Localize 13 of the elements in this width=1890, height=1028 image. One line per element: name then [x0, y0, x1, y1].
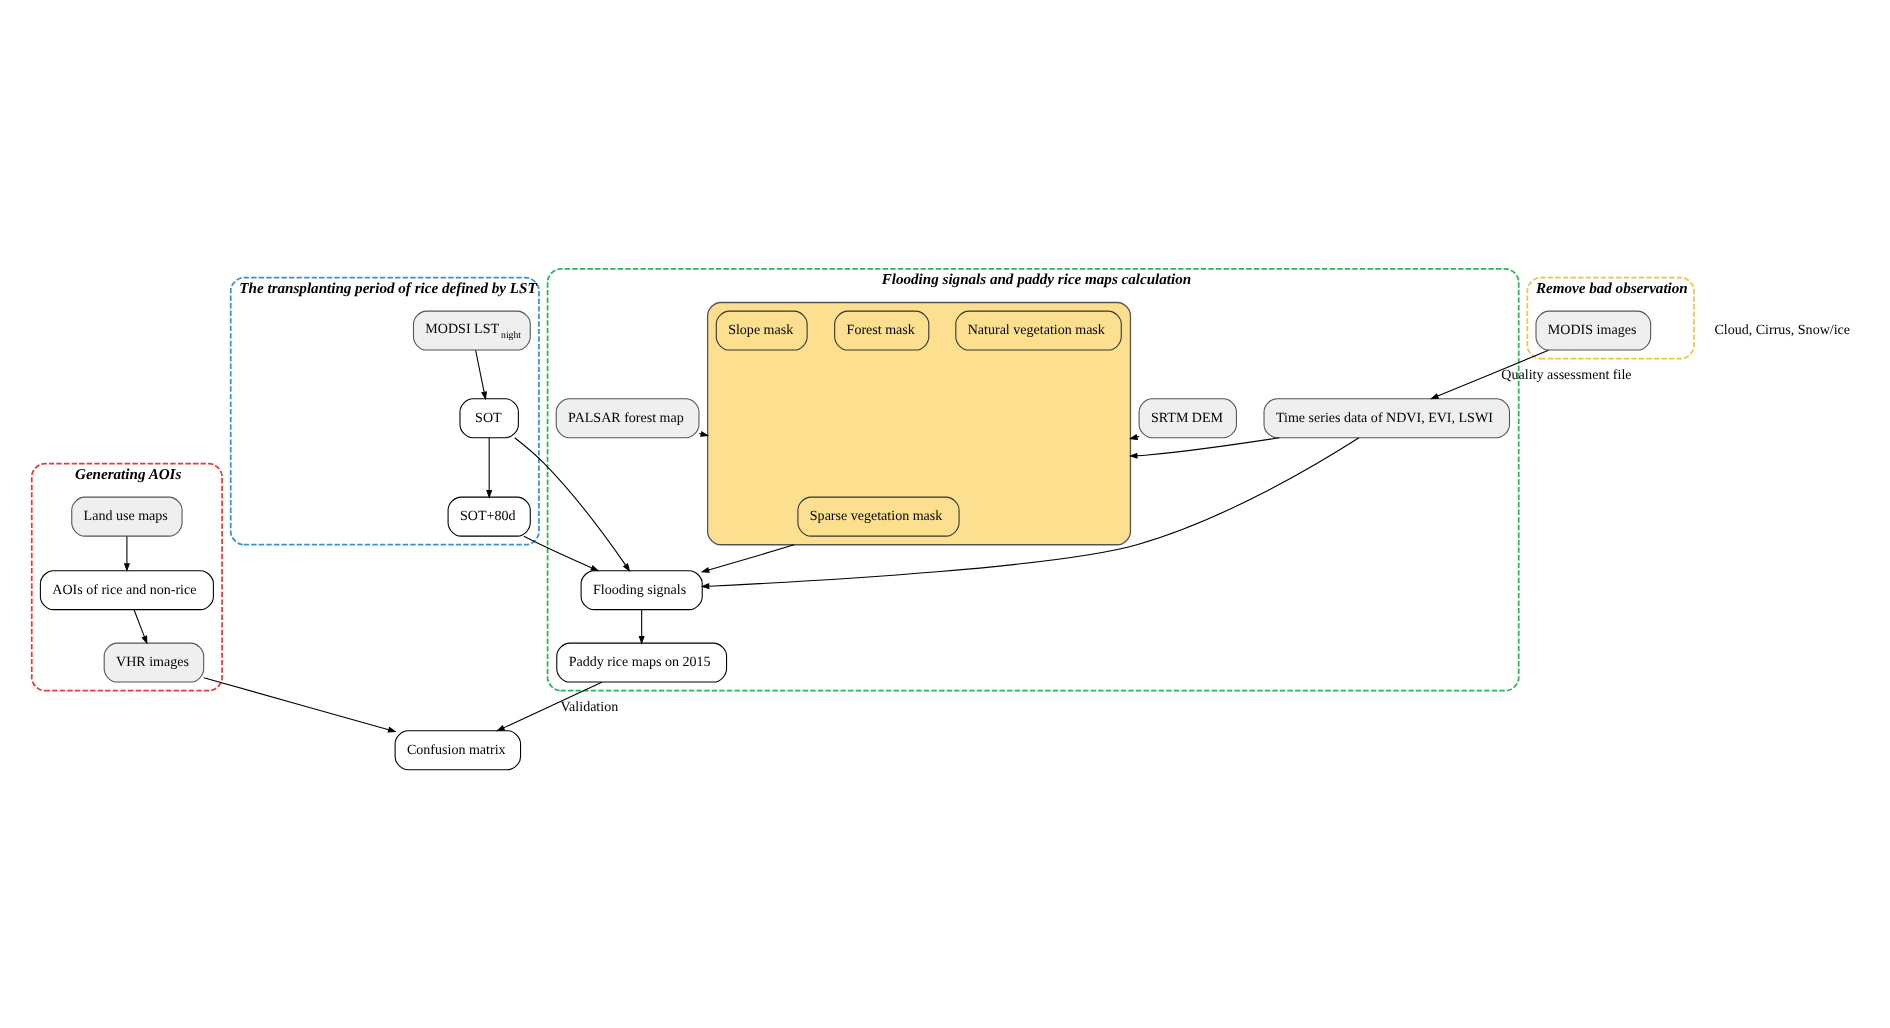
cluster: [707, 300, 1132, 545]
arrow: [123, 534, 130, 571]
arrow: [203, 676, 397, 732]
arrow: [523, 534, 600, 571]
arrow: [1429, 348, 1550, 399]
arrow: [700, 543, 795, 572]
arrow: [486, 436, 493, 498]
arrow: [698, 429, 710, 436]
arrow: [475, 348, 487, 400]
arrow: [638, 608, 645, 644]
arrow: [514, 436, 631, 571]
arrow: [133, 608, 148, 644]
arrow: [496, 680, 603, 731]
